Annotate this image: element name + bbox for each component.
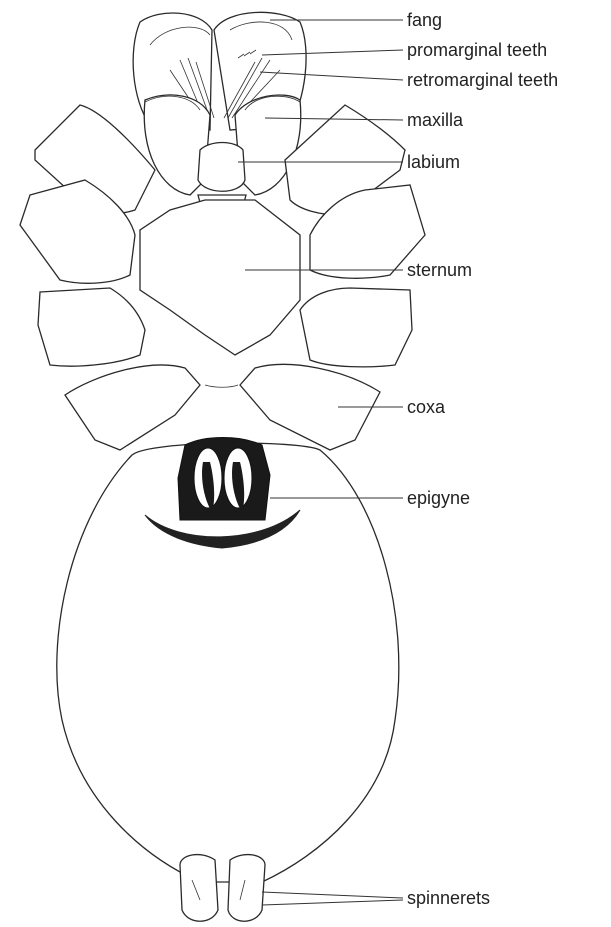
retromarginal-teeth-label: retromarginal teeth [407, 71, 558, 89]
left-coxa-4 [65, 365, 200, 450]
right-coxa-3 [300, 288, 412, 367]
maxilla-label: maxilla [407, 111, 463, 129]
coxa-label: coxa [407, 398, 445, 416]
fang-label: fang [407, 11, 442, 29]
promarginal-teeth-label: promarginal teeth [407, 41, 547, 59]
epigyne-label: epigyne [407, 489, 470, 507]
spinnerets-label: spinnerets [407, 889, 490, 907]
left-coxa-3 [38, 288, 145, 366]
sternum-label: sternum [407, 261, 472, 279]
labium-label: labium [407, 153, 460, 171]
labium [198, 143, 245, 192]
sternum [140, 200, 300, 355]
